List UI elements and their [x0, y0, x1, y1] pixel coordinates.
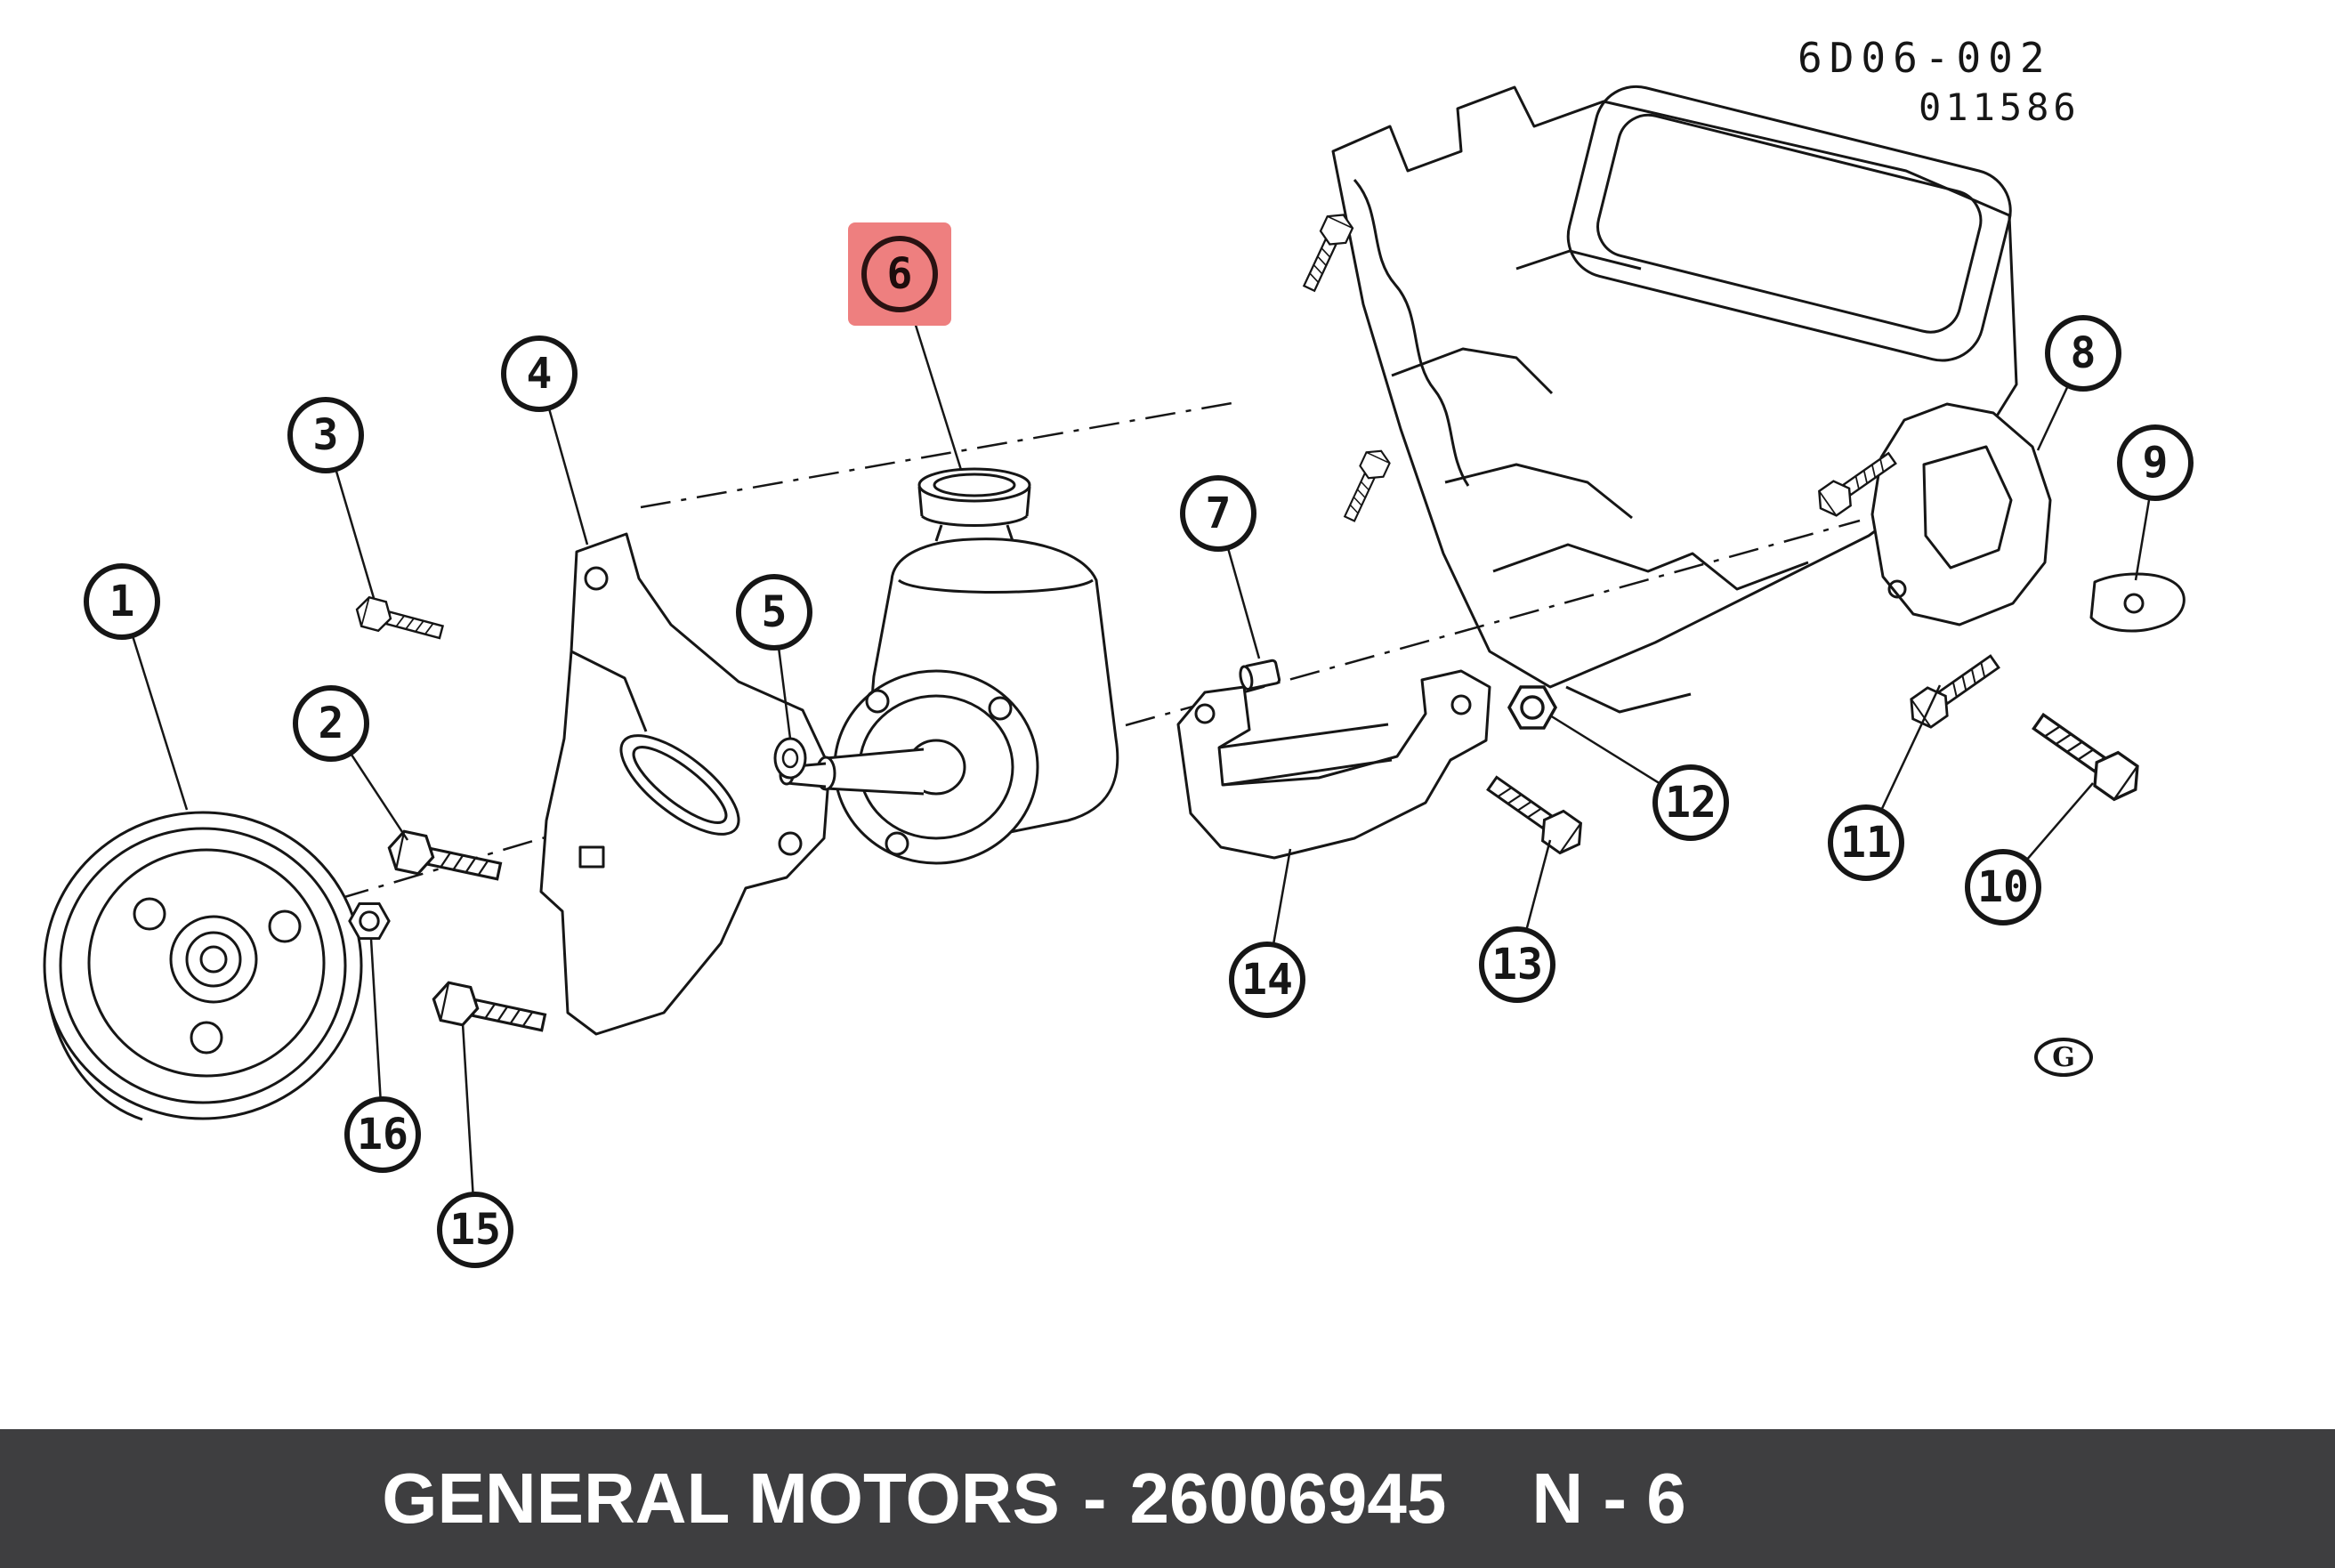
callout-2[interactable]: 2	[293, 685, 369, 762]
engine-block-drawing	[1331, 85, 2018, 714]
callout-9[interactable]: 9	[2117, 424, 2194, 501]
callout-7[interactable]: 7	[1180, 475, 1256, 552]
pump-drawing	[779, 467, 1119, 865]
drawing-date: 011586	[1919, 85, 2080, 129]
lower-bracket-drawing	[1176, 669, 1491, 860]
footer-bar: GENERAL MOTORS - 26006945 N - 6	[0, 1429, 2335, 1568]
footer-brand: GENERAL MOTORS	[382, 1459, 1060, 1538]
footer-part-number: 26006945	[1129, 1459, 1447, 1538]
callout-3[interactable]: 3	[287, 397, 364, 473]
centerlines	[284, 400, 1861, 917]
gm-watermark: G	[2034, 1038, 2093, 1077]
footer-separator: -	[1082, 1459, 1107, 1538]
pulley-drawing	[43, 811, 363, 1121]
rear-bracket-drawing	[1870, 402, 2052, 626]
callout-6[interactable]: 6	[861, 236, 938, 312]
callout-5[interactable]: 5	[736, 574, 812, 651]
drawing-number: 6D06-002	[1798, 34, 2052, 82]
callout-16[interactable]: 16	[344, 1096, 421, 1173]
callout-11[interactable]: 11	[1828, 804, 1904, 881]
spacer-plate-drawing	[2089, 572, 2186, 633]
callout-4[interactable]: 4	[501, 335, 578, 412]
leader-lines	[120, 273, 2157, 1231]
front-bracket-drawing	[539, 532, 831, 1036]
callout-15[interactable]: 15	[437, 1192, 513, 1268]
callout-10[interactable]: 10	[1965, 849, 2041, 925]
callout-13[interactable]: 13	[1479, 926, 1555, 1003]
callout-8[interactable]: 8	[2045, 315, 2121, 392]
hardware-drawing	[348, 207, 2149, 1043]
footer-page-ref: N - 6	[1531, 1459, 1686, 1538]
callout-14[interactable]: 14	[1229, 942, 1305, 1018]
callout-1[interactable]: 1	[84, 563, 160, 640]
footer-text: GENERAL MOTORS - 26006945 N - 6	[382, 1458, 1686, 1540]
callout-12[interactable]: 12	[1652, 764, 1729, 841]
